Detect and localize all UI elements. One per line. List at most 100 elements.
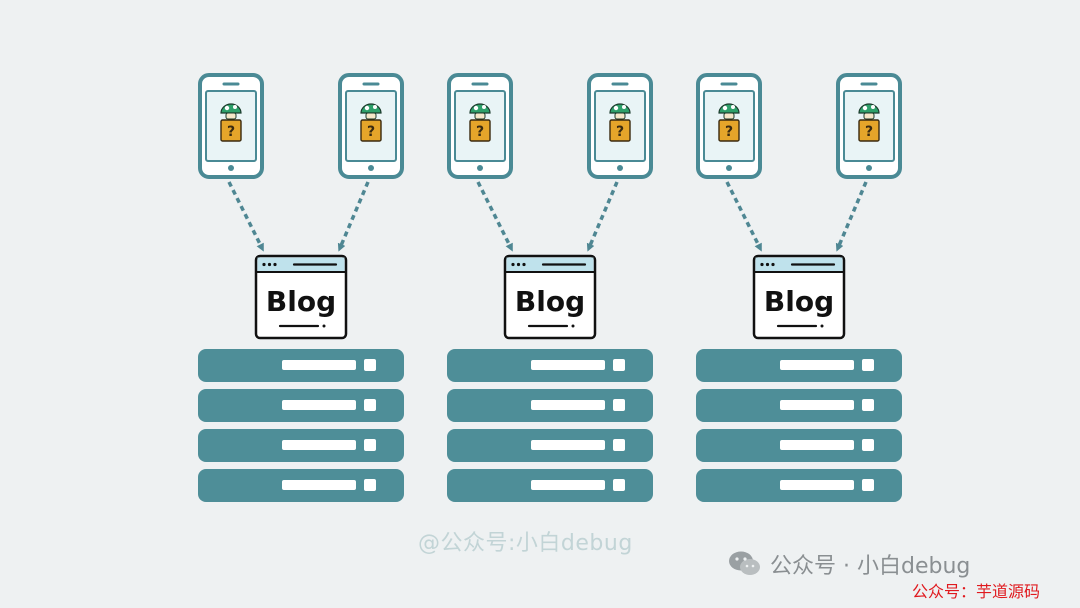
server-drive-slot — [282, 360, 356, 370]
server-indicator — [364, 399, 376, 411]
request-arrow — [586, 181, 619, 252]
window-dot — [516, 262, 521, 267]
question-box — [858, 119, 880, 142]
mushroom-stem — [365, 112, 377, 120]
server-unit — [198, 469, 404, 502]
server-drive-slot — [531, 360, 605, 370]
request-arrow — [337, 181, 370, 252]
phone: ? — [447, 73, 513, 179]
mushroom-spot — [373, 105, 377, 109]
footer-dot — [322, 324, 326, 328]
server-drive-slot — [282, 400, 356, 410]
phone: ? — [198, 73, 264, 179]
server-unit — [447, 469, 653, 502]
mushroom-stem — [723, 112, 735, 120]
server-indicator — [862, 359, 874, 371]
phone-home-button — [726, 165, 732, 171]
window-dot — [771, 262, 775, 267]
server-indicator — [364, 439, 376, 451]
mushroom-question-box-icon: ? — [469, 103, 491, 142]
mushroom-question-box-icon: ? — [858, 103, 880, 142]
server-drive-slot — [531, 480, 605, 490]
question-mark: ? — [367, 124, 375, 140]
phone-home-button — [477, 165, 483, 171]
server-unit — [447, 349, 653, 382]
server-rack — [198, 349, 404, 502]
footer-dot — [820, 324, 824, 328]
server-indicator — [364, 359, 376, 371]
group-1: ?? Blog — [198, 73, 404, 502]
question-box — [469, 119, 491, 142]
question-box — [609, 119, 631, 142]
server-unit — [447, 389, 653, 422]
server-rack — [696, 349, 902, 502]
phone: ? — [836, 73, 902, 179]
phone: ? — [338, 73, 404, 179]
question-mark: ? — [725, 124, 733, 140]
mushroom-spot — [482, 105, 486, 109]
mushroom-spot — [722, 105, 728, 111]
mushroom-spot — [731, 105, 735, 109]
mushroom-stem — [474, 112, 486, 120]
mushroom-question-box-icon: ? — [718, 103, 740, 142]
phone-home-button — [866, 165, 872, 171]
window-dot — [522, 262, 526, 267]
server-unit — [198, 429, 404, 462]
mushroom-spot — [622, 105, 626, 109]
browser-frame — [752, 254, 846, 340]
window-dot — [262, 262, 266, 267]
blog-label: Blog — [515, 285, 585, 318]
blog-label: Blog — [266, 285, 336, 318]
server-drive-slot — [780, 360, 854, 370]
phone-home-button — [228, 165, 234, 171]
blog-label: Blog — [764, 285, 834, 318]
mushroom-spot — [862, 105, 868, 111]
phone-home-button — [617, 165, 623, 171]
mushroom-spot — [473, 105, 479, 111]
server-indicator — [613, 479, 625, 491]
server-indicator — [862, 439, 874, 451]
server-unit — [696, 389, 902, 422]
server-rack — [447, 349, 653, 502]
mushroom-question-box-icon: ? — [220, 103, 242, 142]
server-drive-slot — [531, 440, 605, 450]
browser-frame — [503, 254, 597, 340]
mushroom-spot — [364, 105, 370, 111]
server-unit — [696, 349, 902, 382]
question-mark: ? — [227, 124, 235, 140]
window-dot — [511, 262, 515, 267]
phone: ? — [696, 73, 762, 179]
question-mark: ? — [616, 124, 624, 140]
server-unit — [198, 349, 404, 382]
request-arrow — [227, 181, 264, 252]
watermark-right: 公众号 · 小白debug — [728, 548, 970, 580]
mushroom-stem — [614, 112, 626, 120]
group-2: ?? Blog — [447, 73, 653, 502]
phone: ? — [587, 73, 653, 179]
group-3: ?? Blog — [696, 73, 902, 502]
mushroom-question-box-icon: ? — [609, 103, 631, 142]
question-box — [220, 119, 242, 142]
server-indicator — [613, 439, 625, 451]
window-dot — [765, 262, 770, 267]
mushroom-spot — [871, 105, 875, 109]
request-arrow — [835, 181, 868, 252]
server-drive-slot — [780, 440, 854, 450]
mushroom-spot — [224, 105, 230, 111]
watermark-center: @公众号:小白debug — [418, 531, 633, 556]
mushroom-spot — [613, 105, 619, 111]
blog-app-window: Blog — [752, 254, 846, 340]
request-arrow — [725, 181, 762, 252]
mushroom-stem — [863, 112, 875, 120]
window-dot — [273, 262, 277, 267]
server-indicator — [862, 479, 874, 491]
server-indicator — [364, 479, 376, 491]
question-box — [360, 119, 382, 142]
question-box — [718, 119, 740, 142]
server-drive-slot — [531, 400, 605, 410]
footer-dot — [571, 324, 575, 328]
blog-app-window: Blog — [503, 254, 597, 340]
server-unit — [696, 429, 902, 462]
